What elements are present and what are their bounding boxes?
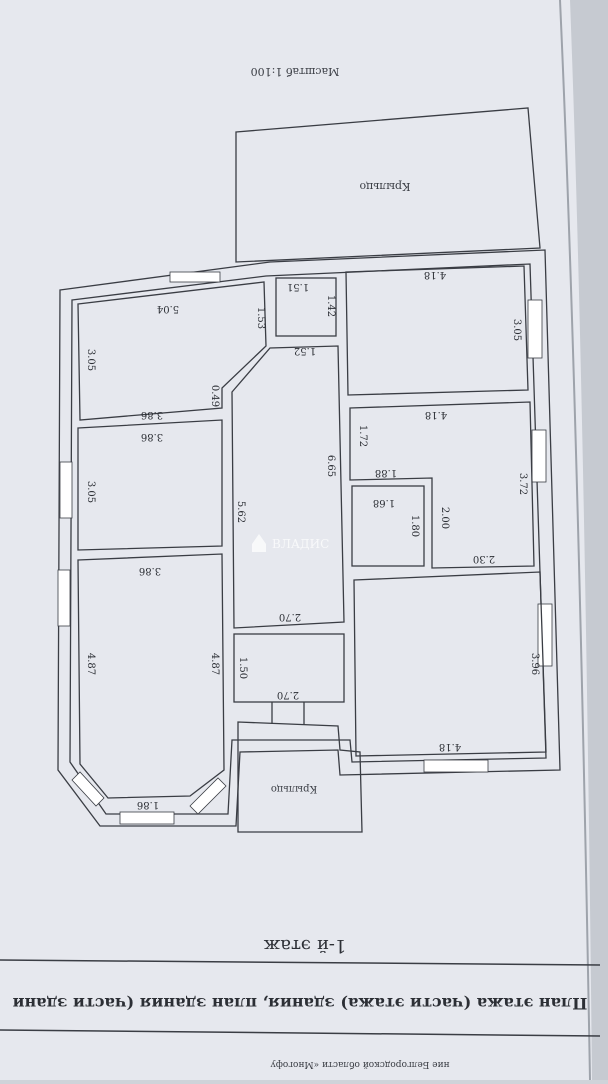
window-right-2 xyxy=(531,429,547,483)
window-bottom-right xyxy=(423,759,489,773)
scale-label: Масштаб 1:100 xyxy=(251,65,340,78)
dim-big-left-width: 3.86 xyxy=(139,565,161,576)
rooms xyxy=(77,265,547,799)
page-edge xyxy=(559,0,591,1081)
dim-top-left-bottom: 3.86 xyxy=(141,409,163,420)
porch-bottom xyxy=(237,721,363,833)
dim-big-right-width: 4.18 xyxy=(439,741,461,752)
dim-top-left-depth: 3.05 xyxy=(85,349,96,371)
dim-top-left-bevel: 0.49 xyxy=(209,385,220,407)
room-small-top xyxy=(275,277,337,337)
room-big-right xyxy=(353,571,547,757)
windows xyxy=(57,271,553,825)
dim-hall-width: 2.70 xyxy=(277,689,299,700)
porch-top-label: Крыльцо xyxy=(359,180,410,193)
dim-big-left-left: 4.87 xyxy=(85,653,96,675)
dim-big-right-depth: 3.96 xyxy=(529,653,540,675)
dim-corridor-top: 1.52 xyxy=(294,345,316,356)
dim-bath-w: 1.68 xyxy=(373,497,395,508)
dim-mid-right-bottom: 2.30 xyxy=(473,553,495,564)
watermark-brand: ВЛАДИС xyxy=(272,537,329,551)
dim-big-left-right: 4.87 xyxy=(209,653,220,675)
dim-mid-right-step: 1.72 xyxy=(357,425,368,447)
dim-mid-left-width: 3.86 xyxy=(141,431,163,442)
dim-mid-right-inner: 1.88 xyxy=(375,467,397,478)
window-left-2 xyxy=(57,569,71,627)
dim-hall-depth: 1.50 xyxy=(237,657,248,679)
dim-bath-h: 1.80 xyxy=(409,515,420,537)
dim-mid-right-width: 4.18 xyxy=(425,409,447,420)
dimension-labels: 5.04 3.05 1.53 0.49 3.86 1.51 1.42 1.52 … xyxy=(85,269,540,810)
dim-corridor-left: 5.62 xyxy=(235,501,246,523)
dim-top-right-depth: 3.05 xyxy=(511,319,522,341)
room-bath xyxy=(351,485,425,567)
window-bay-bottom xyxy=(119,811,175,825)
window-bay-left xyxy=(71,771,105,807)
dim-mid-right-notch: 2.00 xyxy=(439,507,450,529)
corridor xyxy=(231,345,345,629)
caption-rule-bottom xyxy=(0,1029,601,1037)
dim-corridor-bottom: 2.70 xyxy=(279,611,301,622)
window-bay-right xyxy=(189,777,227,815)
dim-mid-left-depth: 3.05 xyxy=(85,481,96,503)
room-mid-left xyxy=(77,419,223,551)
room-top-left xyxy=(77,281,267,421)
paper-sheet xyxy=(0,0,592,1080)
porch-top xyxy=(235,107,541,263)
dim-small-top-h: 1.42 xyxy=(325,295,336,317)
room-big-left xyxy=(77,553,225,799)
dim-bay-width: 1.86 xyxy=(137,799,159,810)
room-hall xyxy=(233,633,345,703)
window-right-1 xyxy=(527,299,543,359)
dim-mid-right-depth: 3.72 xyxy=(517,473,528,495)
caption-rule-top xyxy=(0,959,601,966)
watermark: ВЛАДИС xyxy=(252,534,329,552)
dim-corridor-right: 6.65 xyxy=(325,455,336,477)
dim-top-left-width: 5.04 xyxy=(157,303,179,314)
room-top-right xyxy=(345,265,529,396)
floor-title: 1-й этаж xyxy=(263,935,346,956)
room-mid-right xyxy=(349,401,535,569)
dim-top-left-inner: 1.53 xyxy=(255,307,266,329)
caption-text: План этажа (части этажа) здания, план зд… xyxy=(12,994,587,1013)
porch-bottom-label: Крыльцо xyxy=(271,783,317,794)
window-top-left xyxy=(169,271,221,283)
dim-top-right-width: 4.18 xyxy=(424,269,446,280)
window-left-1 xyxy=(59,461,73,519)
house-icon xyxy=(252,534,266,552)
footer-fragment: ние Белгородской области «Многофу xyxy=(270,1059,450,1070)
dim-small-top-w: 1.51 xyxy=(287,281,309,292)
